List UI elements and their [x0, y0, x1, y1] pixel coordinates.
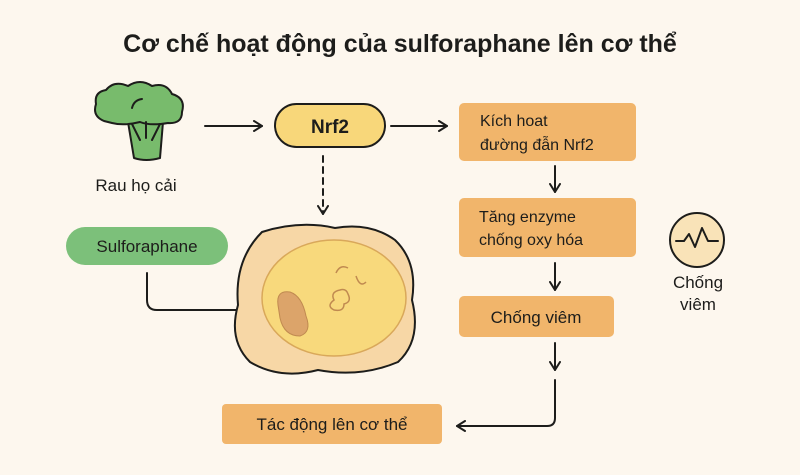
side-label-line-1: Chống: [673, 273, 723, 292]
step-1-line-2: đường đẫn Nrf2: [480, 135, 594, 154]
nrf2-node: Nrf2: [274, 103, 386, 148]
sulforaphane-connector: [146, 272, 254, 311]
pulse-icon: [669, 212, 725, 268]
sulforaphane-label: Sulforaphane: [96, 237, 197, 256]
cell-illustration: [233, 223, 416, 375]
arrow-to-result: [456, 379, 556, 432]
result-node: Tác động lên cơ thể: [222, 404, 442, 444]
nrf2-label: Nrf2: [311, 117, 349, 138]
step-activate-nrf2: Kích hoat đường đẫn Nrf2: [459, 103, 636, 161]
step-antioxidant-enzymes: Tăng enzyme chống oxy hóa: [459, 198, 636, 257]
step-1-line-1: Kích hoat: [480, 113, 548, 130]
step-3-label: Chống viêm: [491, 308, 582, 327]
result-label: Tác động lên cơ thể: [256, 415, 407, 434]
sulforaphane-node: Sulforaphane: [66, 227, 228, 265]
broccoli-icon: [94, 81, 184, 161]
step-2-line-2: chống oxy hóa: [479, 232, 583, 249]
step-2-line-1: Tăng enzyme: [479, 209, 576, 226]
broccoli-label: Rau họ cải: [95, 176, 176, 195]
side-label-line-2: viêm: [680, 295, 716, 314]
step-anti-inflammatory: Chống viêm: [459, 296, 614, 337]
page-title: Cơ chế hoạt động của sulforaphane lên cơ…: [123, 30, 677, 58]
